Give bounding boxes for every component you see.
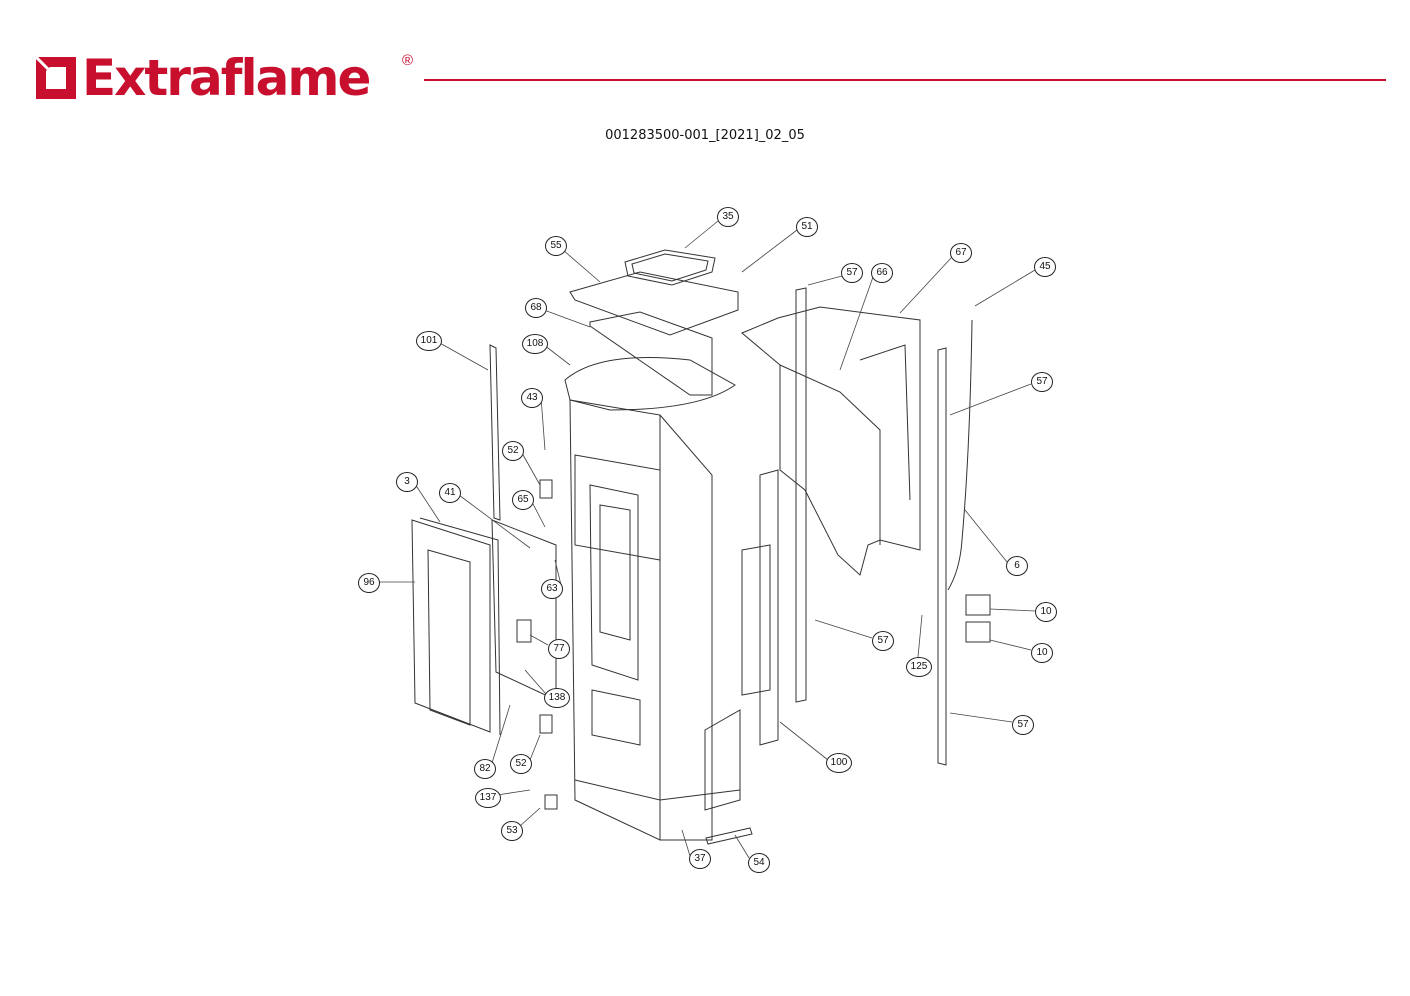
registered-mark: ® bbox=[402, 52, 414, 69]
part-top-plate bbox=[569, 271, 739, 336]
part-callout: 77 bbox=[548, 639, 570, 659]
part-callout: 10 bbox=[1031, 643, 1053, 663]
document-code: 001283500-001_[2021]_02_05 bbox=[605, 128, 805, 143]
leader-lines bbox=[378, 220, 1036, 859]
part-callout: 66 bbox=[871, 263, 893, 283]
part-callout: 100 bbox=[826, 753, 852, 773]
part-callout: 125 bbox=[906, 657, 932, 677]
part-panel bbox=[741, 544, 771, 696]
part-callout: 65 bbox=[512, 490, 534, 510]
part-callout: 108 bbox=[522, 334, 548, 354]
part-deflector bbox=[589, 311, 713, 396]
part-callout: 54 bbox=[748, 853, 770, 873]
part-rear-panel bbox=[489, 344, 501, 521]
part-callout: 3 bbox=[396, 472, 418, 492]
part-bar bbox=[705, 827, 753, 845]
part-bracket bbox=[539, 714, 553, 734]
part-switch bbox=[965, 594, 991, 616]
part-callout: 57 bbox=[841, 263, 863, 283]
part-callout: 51 bbox=[796, 217, 818, 237]
part-side-panel bbox=[759, 469, 779, 746]
part-callout: 63 bbox=[541, 579, 563, 599]
part-callout: 82 bbox=[474, 759, 496, 779]
part-callout: 37 bbox=[689, 849, 711, 869]
part-glass bbox=[491, 519, 557, 701]
part-switch bbox=[965, 621, 991, 643]
part-callout: 52 bbox=[510, 754, 532, 774]
part-callout: 53 bbox=[501, 821, 523, 841]
part-callout: 138 bbox=[544, 688, 570, 708]
header-rule bbox=[424, 79, 1386, 81]
part-door bbox=[411, 517, 501, 736]
part-bracket bbox=[539, 479, 553, 499]
part-bracket bbox=[544, 794, 558, 810]
part-top-ring bbox=[564, 357, 736, 411]
part-callout: 6 bbox=[1006, 556, 1028, 576]
part-callout: 68 bbox=[525, 298, 547, 318]
part-callout: 57 bbox=[1031, 372, 1053, 392]
part-callout: 55 bbox=[545, 236, 567, 256]
part-callout: 52 bbox=[502, 441, 524, 461]
logo-flame-icon bbox=[34, 55, 78, 101]
part-callout: 45 bbox=[1034, 257, 1056, 277]
part-callout: 101 bbox=[416, 331, 442, 351]
part-callout: 43 bbox=[521, 388, 543, 408]
part-callout: 35 bbox=[717, 207, 739, 227]
part-stove-body bbox=[569, 399, 741, 841]
part-callout: 67 bbox=[950, 243, 972, 263]
part-rail bbox=[795, 287, 807, 703]
part-callout: 41 bbox=[439, 483, 461, 503]
part-callout: 10 bbox=[1035, 602, 1057, 622]
part-gasket bbox=[624, 249, 716, 286]
part-rail bbox=[937, 347, 947, 766]
brand-name: Extraflame bbox=[82, 49, 371, 107]
part-callout: 137 bbox=[475, 788, 501, 808]
part-callout: 57 bbox=[872, 631, 894, 651]
part-hopper bbox=[741, 306, 921, 576]
part-callout: 96 bbox=[358, 573, 380, 593]
part-handle bbox=[516, 619, 532, 643]
part-electronics bbox=[704, 709, 741, 811]
brand-logo: Extraflame bbox=[34, 49, 371, 107]
part-callout: 57 bbox=[1012, 715, 1034, 735]
part-cable bbox=[947, 319, 973, 591]
